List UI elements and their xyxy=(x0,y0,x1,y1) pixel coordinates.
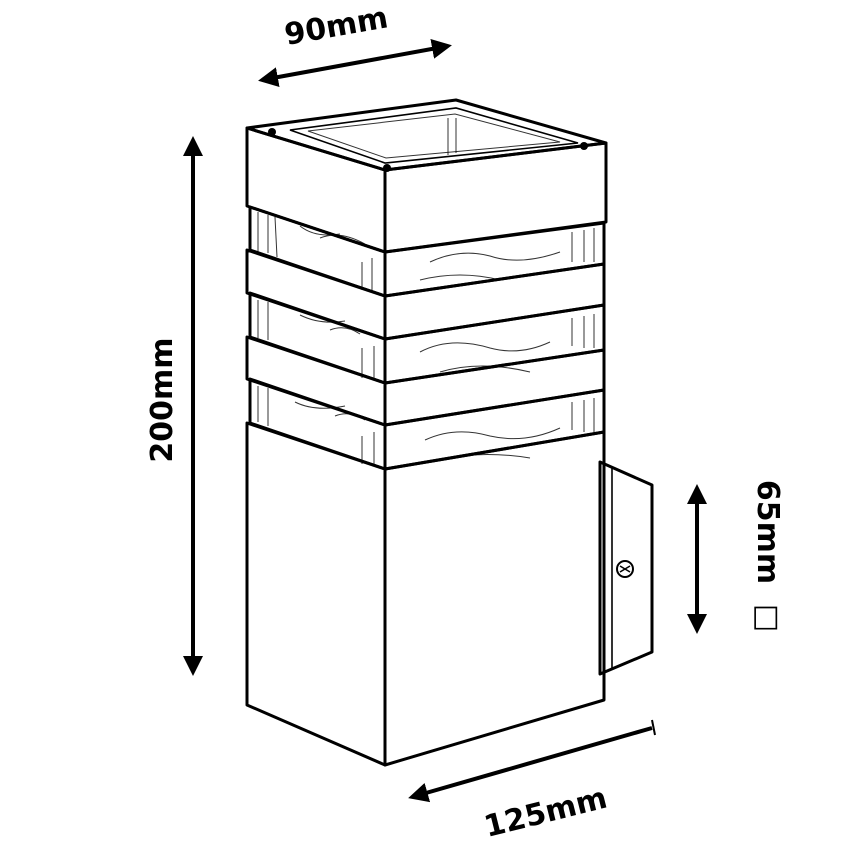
base-block xyxy=(245,421,606,767)
height-dimension: 200mm xyxy=(145,136,203,676)
mount-dimension: 65mm □ xyxy=(687,480,785,634)
glass-band-2 xyxy=(248,291,606,385)
width-label: 90mm xyxy=(282,0,391,53)
wall-mount-bracket xyxy=(598,460,654,676)
depth-arrow xyxy=(408,726,653,803)
mount-label: 65mm xyxy=(750,480,785,584)
depth-extension-line xyxy=(651,719,656,736)
depth-dimension: 125mm xyxy=(408,719,656,845)
square-symbol: □ xyxy=(750,604,785,632)
width-dimension: 90mm xyxy=(258,0,452,87)
depth-label: 125mm xyxy=(481,781,611,845)
lamp-body xyxy=(245,98,654,767)
glass-band-3 xyxy=(248,377,606,471)
height-label: 200mm xyxy=(145,337,180,462)
metal-rib-1 xyxy=(245,248,606,341)
metal-rib-2 xyxy=(245,335,606,427)
width-arrow xyxy=(258,39,452,87)
glass-band-1 xyxy=(248,205,606,298)
